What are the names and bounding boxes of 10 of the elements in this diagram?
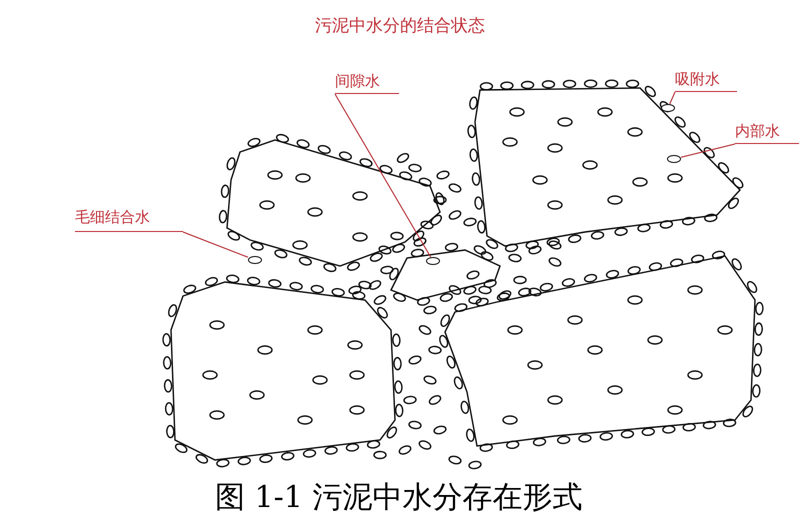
water-droplet: [667, 155, 681, 163]
figure-caption: 图 1-1 污泥中水分存在形式: [215, 479, 582, 517]
leader-line: [669, 92, 676, 104]
water-droplet: [426, 257, 440, 265]
leader-line: [680, 144, 736, 158]
water-droplet: [661, 104, 675, 112]
leader-line: [182, 232, 248, 258]
water-droplet: [248, 256, 262, 264]
water-type-label: 内部水: [735, 120, 799, 144]
diagram-title: 污泥中水分的结合状态: [315, 15, 485, 38]
